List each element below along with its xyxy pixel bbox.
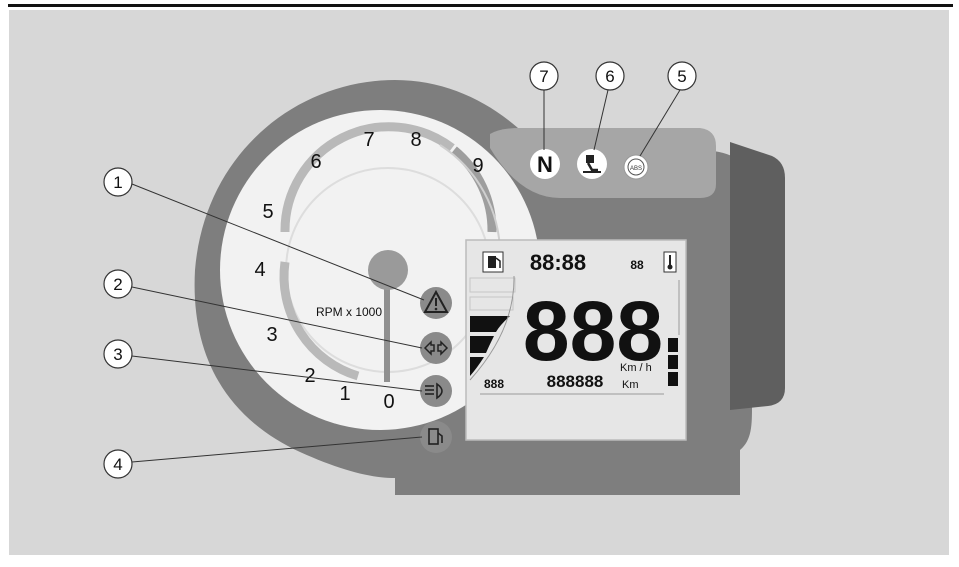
abs-label: ABS xyxy=(630,166,642,172)
lcd-speed: 888 xyxy=(523,284,663,378)
lcd-odometer-unit: Km xyxy=(622,379,639,391)
callout-leader-5 xyxy=(639,89,681,157)
lcd-trip: 888 xyxy=(484,377,504,391)
tacho-number-3: 3 xyxy=(266,324,277,346)
neutral-label: N xyxy=(537,152,553,177)
callout-number: 5 xyxy=(677,67,686,86)
tacho-number-5: 5 xyxy=(262,201,273,223)
warning-triangle-icon xyxy=(420,287,452,319)
callout-3: 3 xyxy=(103,339,133,369)
callout-leader-4 xyxy=(131,436,423,463)
tacho-number-6: 6 xyxy=(310,151,321,173)
callout-7: 7 xyxy=(529,61,559,91)
tacho-segment-mid xyxy=(280,122,455,233)
tacho-number-7: 7 xyxy=(363,129,374,151)
callout-number: 6 xyxy=(605,67,614,86)
fuel-gauge-bars xyxy=(469,275,516,381)
callout-number: 2 xyxy=(113,275,122,294)
tacho-number-2: 2 xyxy=(304,365,315,387)
callout-leader-3 xyxy=(131,355,423,392)
tacho-number-1: 1 xyxy=(339,383,350,405)
lcd-odometer: 888888 xyxy=(547,372,604,391)
lcd-speed-unit: Km / h xyxy=(620,362,652,374)
tacho-needle xyxy=(384,270,390,382)
callout-5: 5 xyxy=(667,61,697,91)
needle-hub xyxy=(368,250,408,290)
abs-indicator: ABS xyxy=(623,154,649,180)
turn-signal-icon xyxy=(420,332,452,364)
neutral-indicator: N xyxy=(530,149,560,179)
callout-leader-1 xyxy=(131,183,425,301)
thermometer-icon xyxy=(663,251,677,273)
callout-6: 6 xyxy=(595,61,625,91)
callout-2: 2 xyxy=(103,269,133,299)
callout-4: 4 xyxy=(103,449,133,479)
temperature-bars xyxy=(668,280,680,386)
lcd-display xyxy=(465,239,687,441)
callout-number: 1 xyxy=(113,173,122,192)
fuel-reserve-icon xyxy=(420,421,452,453)
right-side-panel xyxy=(730,142,785,410)
tacho-segment-low xyxy=(279,261,360,381)
side-stand-icon xyxy=(577,149,607,179)
tacho-number-4: 4 xyxy=(254,259,265,281)
fuel-pump-icon xyxy=(482,251,504,273)
tacho-number-8: 8 xyxy=(410,129,421,151)
tacho-number-0: 0 xyxy=(383,391,394,413)
callout-number: 7 xyxy=(539,67,548,86)
tacho-segment-red xyxy=(451,146,497,233)
callout-1: 1 xyxy=(103,167,133,197)
rpm-unit-label: RPM x 1000 xyxy=(316,305,382,319)
lcd-clock: 88:88 xyxy=(530,250,586,275)
callout-number: 4 xyxy=(113,455,122,474)
callout-leader-2 xyxy=(131,286,423,349)
top-rule xyxy=(8,4,953,7)
tacho-number-9: 9 xyxy=(472,155,483,177)
high-beam-icon xyxy=(420,375,452,407)
callout-number: 3 xyxy=(113,345,122,364)
lcd-clock-small: 88 xyxy=(630,258,644,272)
callout-leader-6 xyxy=(593,89,609,151)
